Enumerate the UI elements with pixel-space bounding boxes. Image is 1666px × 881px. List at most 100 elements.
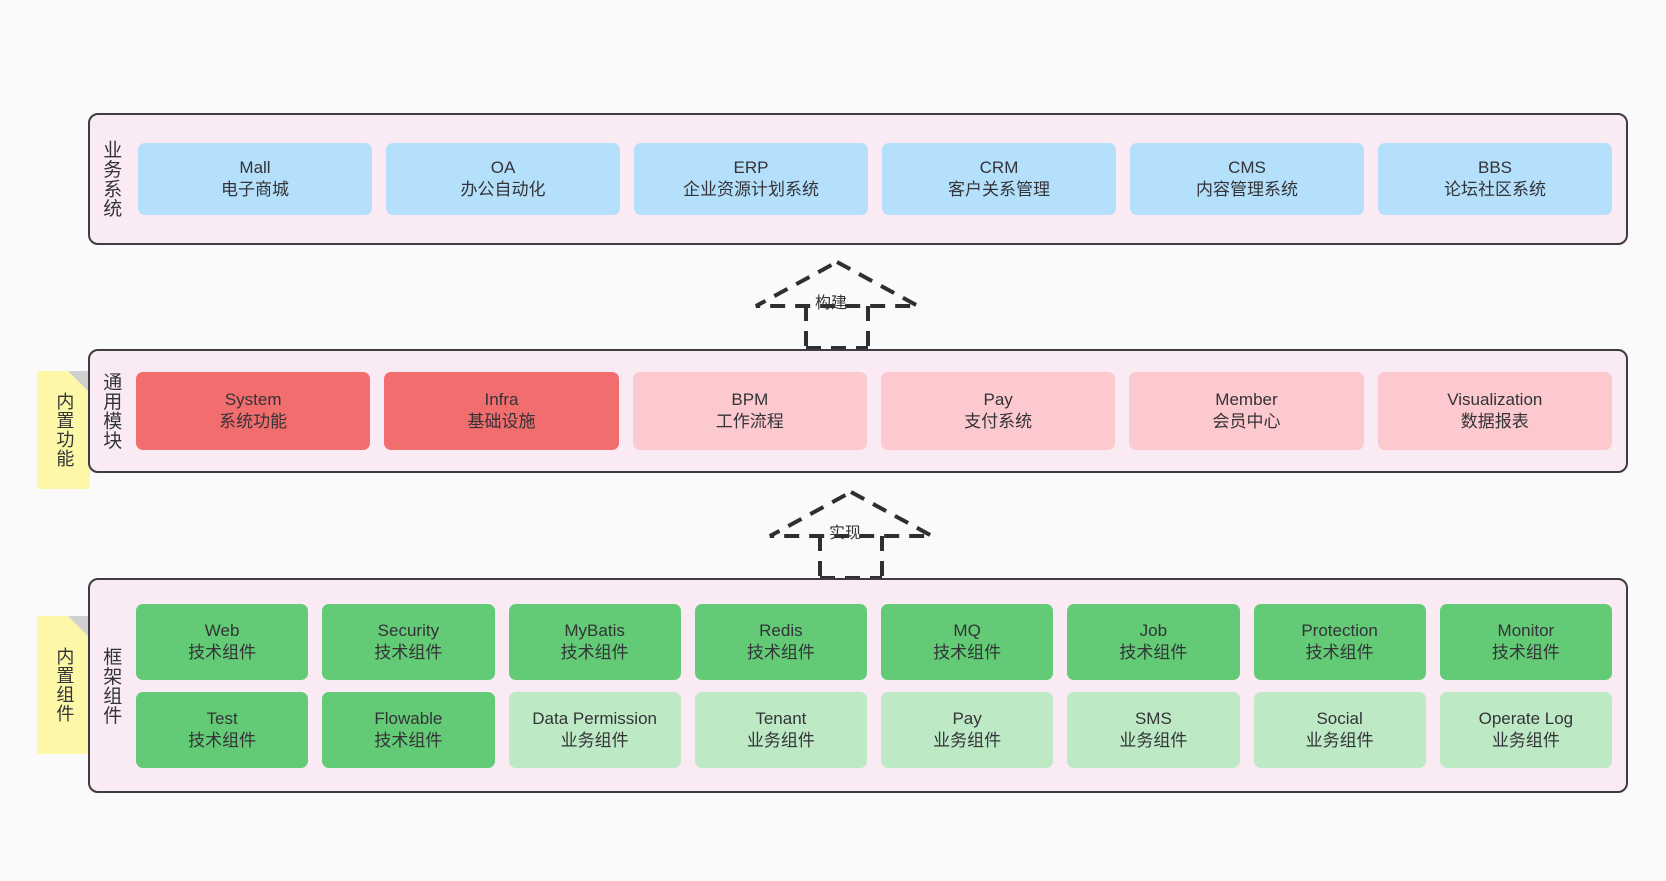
card-title: Pay [983, 390, 1013, 410]
card-oa[interactable]: OA 办公自动化 [386, 143, 620, 215]
card-subtitle: 业务组件 [746, 730, 815, 750]
card-operate-log[interactable]: Operate Log 业务组件 [1439, 691, 1612, 768]
card-title: Visualization [1447, 390, 1543, 410]
card-title: Mall [239, 158, 271, 178]
card-title: Redis [759, 620, 803, 640]
card-subtitle: 系统功能 [219, 412, 288, 431]
card-title: Test [206, 708, 238, 728]
card-title: Member [1215, 390, 1278, 410]
card-title: MQ [953, 620, 981, 640]
card-web[interactable]: Web 技术组件 [136, 603, 309, 680]
card-title: Web [204, 620, 240, 640]
card-title: BPM [731, 390, 769, 410]
connector-label-implement: 实现 [829, 525, 862, 542]
card-data-permission[interactable]: Data Permission 业务组件 [508, 691, 681, 768]
card-social[interactable]: Social 业务组件 [1253, 691, 1426, 768]
card-bpm[interactable]: BPM 工作流程 [632, 372, 867, 450]
card-subtitle: 技术组件 [1491, 642, 1560, 662]
card-member[interactable]: Member 会员中心 [1129, 372, 1364, 450]
card-subtitle: 业务组件 [1119, 730, 1188, 750]
card-title: Monitor [1497, 620, 1555, 640]
card-title: System [224, 390, 282, 410]
card-subtitle: 业务组件 [560, 730, 629, 750]
card-subtitle: 技术组件 [746, 642, 815, 662]
dashed-generalization-arrow-icon [755, 259, 919, 350]
card-subtitle: 技术组件 [374, 642, 443, 662]
card-subtitle: 客户关系管理 [948, 180, 1050, 199]
card-title: SMS [1134, 708, 1172, 728]
card-test[interactable]: Test 技术组件 [136, 691, 309, 768]
note-fold-icon [68, 616, 90, 638]
card-subtitle: 技术组件 [1305, 642, 1374, 662]
card-subtitle: 基础设施 [467, 412, 536, 431]
card-subtitle: 工作流程 [715, 412, 784, 431]
card-subtitle: 数据报表 [1460, 412, 1529, 431]
card-row: System 系统功能 Infra 基础设施 BPM 工作流程 Pay 支付系统… [136, 372, 1612, 450]
card-title: Infra [484, 390, 519, 410]
card-title: Social [1316, 708, 1363, 728]
card-title: Data Permission [532, 708, 657, 728]
card-job[interactable]: Job 技术组件 [1067, 603, 1240, 680]
note-fold-icon [68, 371, 90, 393]
card-tenant[interactable]: Tenant 业务组件 [694, 691, 867, 768]
card-system[interactable]: System 系统功能 [136, 372, 371, 450]
card-protection[interactable]: Protection 技术组件 [1253, 603, 1426, 680]
note-label: 内置功能 [54, 392, 75, 468]
card-visualization[interactable]: Visualization 数据报表 [1377, 372, 1612, 450]
card-title: BBS [1477, 158, 1513, 178]
card-title: MyBatis [564, 620, 625, 640]
card-monitor[interactable]: Monitor 技术组件 [1439, 603, 1612, 680]
card-subtitle: 技术组件 [933, 642, 1002, 662]
card-row: Test 技术组件 Flowable 技术组件 Data Permission … [136, 691, 1612, 768]
card-subtitle: 电子商城 [221, 180, 289, 199]
card-mall[interactable]: Mall 电子商城 [138, 143, 372, 215]
note-builtin-components: 内置组件 [37, 616, 90, 754]
card-title: Security [377, 620, 440, 640]
card-mybatis[interactable]: MyBatis 技术组件 [508, 603, 681, 680]
card-security[interactable]: Security 技术组件 [322, 603, 495, 680]
note-label: 内置组件 [54, 647, 75, 723]
card-subtitle: 技术组件 [560, 642, 629, 662]
card-grid-business-system: Mall 电子商城 OA 办公自动化 ERP 企业资源计划系统 CRM 客户关系… [130, 115, 1626, 243]
card-erp[interactable]: ERP 企业资源计划系统 [634, 143, 868, 215]
layer-common-module: 通用模块 System 系统功能 Infra 基础设施 BPM 工作流程 Pay… [88, 349, 1628, 473]
card-sms[interactable]: SMS 业务组件 [1067, 691, 1240, 768]
card-subtitle: 办公自动化 [460, 180, 546, 199]
card-mq[interactable]: MQ 技术组件 [881, 603, 1054, 680]
connector-label-build: 构建 [815, 295, 848, 312]
card-subtitle: 业务组件 [1491, 730, 1560, 750]
card-redis[interactable]: Redis 技术组件 [694, 603, 867, 680]
card-subtitle: 论坛社区系统 [1444, 180, 1546, 199]
card-pay[interactable]: Pay 支付系统 [880, 372, 1116, 450]
card-title: Tenant [755, 708, 807, 728]
connector-build: 构建 [752, 258, 922, 350]
card-bbs[interactable]: BBS 论坛社区系统 [1378, 143, 1612, 215]
layer-label-framework-component: 框架组件 [100, 646, 122, 725]
card-subtitle: 内容管理系统 [1196, 180, 1298, 199]
card-infra[interactable]: Infra 基础设施 [384, 372, 619, 450]
card-subtitle: 支付系统 [964, 412, 1033, 431]
layer-framework-component: 框架组件 Web 技术组件 Security 技术组件 MyBatis 技术组件… [88, 578, 1628, 793]
card-flowable[interactable]: Flowable 技术组件 [322, 691, 495, 768]
card-title: Pay [952, 708, 982, 728]
card-subtitle: 技术组件 [374, 730, 443, 750]
card-row: Web 技术组件 Security 技术组件 MyBatis 技术组件 Redi… [136, 603, 1612, 680]
card-subtitle: 会员中心 [1212, 412, 1281, 431]
card-subtitle: 企业资源计划系统 [683, 180, 819, 199]
card-title: Operate Log [1478, 708, 1574, 728]
layer-label-business-system: 业务系统 [100, 140, 122, 218]
card-title: OA [490, 158, 516, 178]
card-crm[interactable]: CRM 客户关系管理 [882, 143, 1116, 215]
card-title: CMS [1228, 158, 1266, 178]
card-grid-framework-component: Web 技术组件 Security 技术组件 MyBatis 技术组件 Redi… [130, 580, 1626, 791]
card-cms[interactable]: CMS 内容管理系统 [1130, 143, 1364, 215]
card-grid-common-module: System 系统功能 Infra 基础设施 BPM 工作流程 Pay 支付系统… [130, 351, 1626, 471]
card-title: CRM [979, 158, 1019, 178]
card-pay-business[interactable]: Pay 业务组件 [881, 691, 1054, 768]
card-subtitle: 业务组件 [933, 730, 1002, 750]
card-title: Flowable [374, 708, 443, 728]
card-row: Mall 电子商城 OA 办公自动化 ERP 企业资源计划系统 CRM 客户关系… [138, 143, 1612, 215]
note-builtin-features: 内置功能 [37, 371, 90, 489]
card-title: ERP [733, 158, 769, 178]
